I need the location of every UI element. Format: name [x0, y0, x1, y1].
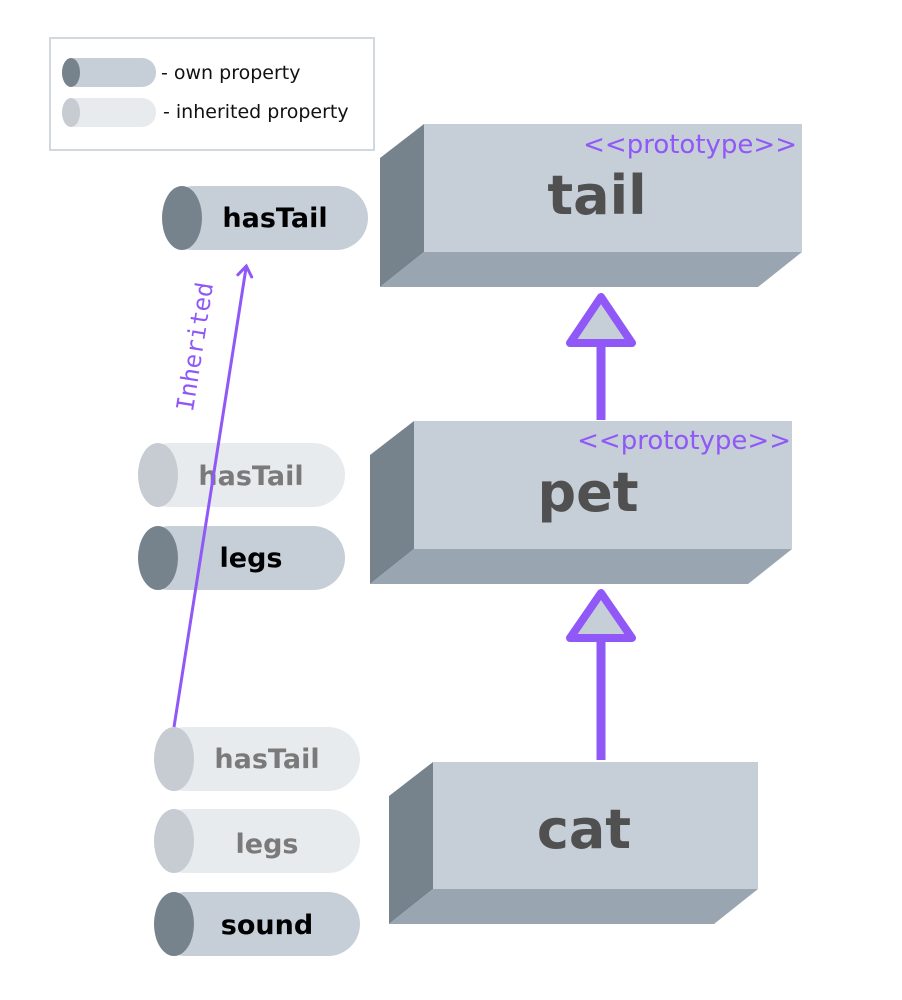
property-label: sound: [221, 910, 313, 941]
prototype-arrow-pet-to-tail: [566, 293, 636, 420]
object-name: tail: [547, 164, 646, 227]
legend-own-cylinder-icon: [62, 58, 156, 87]
property-inherited-hasTail: hasTail: [138, 443, 345, 507]
object-name: pet: [537, 461, 638, 524]
property-label: hasTail: [214, 744, 319, 775]
stereotype-label: <<prototype>>: [583, 130, 797, 160]
property-label: legs: [220, 543, 283, 574]
legend-inherited-cylinder-icon: [62, 98, 156, 127]
stereotype-label: <<prototype>>: [577, 426, 791, 456]
object-box-tail: <<prototype>> tail: [380, 124, 802, 287]
property-inherited-hasTail: hasTail: [154, 727, 360, 791]
inherited-arrow-label: Inherited: [171, 280, 219, 413]
property-own-hasTail: hasTail: [162, 186, 368, 250]
legend-inherited-label: - inherited property: [163, 101, 349, 123]
object-box-cat: cat: [389, 762, 758, 924]
property-label: legs: [236, 829, 299, 860]
object-name: cat: [537, 798, 631, 861]
property-own-legs: legs: [138, 526, 345, 590]
legend-own-label: - own property: [161, 62, 300, 84]
property-label: hasTail: [222, 203, 327, 234]
property-inherited-legs: legs: [154, 809, 360, 873]
object-box-pet: <<prototype>> pet: [370, 421, 792, 584]
legend: - own property - inherited property: [49, 37, 375, 151]
property-own-sound: sound: [154, 892, 360, 956]
prototype-arrow-cat-to-pet: [566, 589, 636, 760]
